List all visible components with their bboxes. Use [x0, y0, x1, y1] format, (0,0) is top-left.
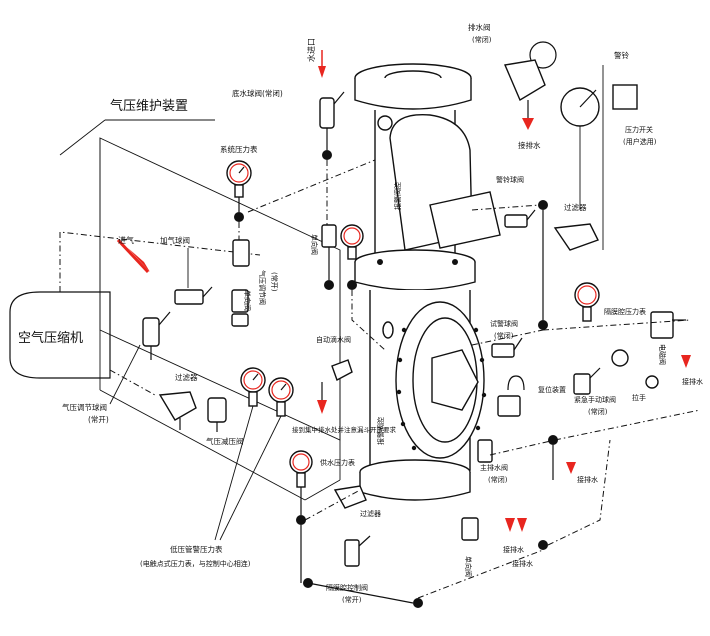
drain-water-1-label: 接排水	[518, 140, 541, 150]
bell-label: 警铃	[614, 50, 629, 60]
air-compressor	[9, 291, 111, 379]
solenoid-valve	[650, 311, 686, 339]
pressure-switch-label: 压力开关	[625, 125, 653, 134]
manual-ball-valve	[573, 349, 659, 395]
auto-drain-label: 自动滴水阀	[316, 335, 351, 344]
drain-ball-valve-label: 底水球阀(常闭)	[232, 88, 283, 98]
drain-water-3-label: 接排水	[577, 475, 598, 484]
diaphragm-gauge-label: 隔膜腔压力表	[604, 307, 646, 316]
pressure-switch-device	[560, 65, 638, 250]
air-reduce-label: 气压减压阀	[206, 436, 244, 446]
conn-9	[304, 489, 361, 521]
conn-12	[489, 439, 556, 456]
reset-device-label: 复位装置	[538, 385, 566, 394]
low-pressure-note: (电触点式压力表，与控制中心相连)	[140, 559, 251, 568]
drain-arrow-4	[505, 518, 515, 532]
test-valve-label: 试警球阀	[490, 319, 518, 328]
drain-water-4-label: 接排水	[503, 545, 524, 554]
test-valve-note: (常闭)	[494, 331, 514, 340]
intake-arrow	[128, 248, 150, 272]
solenoid-label: 电磁阀	[658, 344, 667, 365]
drain-valve-top	[504, 41, 557, 130]
conn-3	[247, 159, 376, 213]
conn-10	[417, 549, 544, 599]
check-valve-bottom-label: 单向阀	[464, 556, 473, 577]
air-regulator-note: (常开)	[88, 415, 109, 424]
bell-valve-label: 警铃球阀	[496, 175, 524, 184]
drain-arrow-3	[566, 462, 576, 474]
air-compressor-label: 空气压缩机	[18, 330, 83, 346]
diaphragm-pressure-gauge	[574, 282, 600, 322]
alarm-cavity-label: 报警阀腔	[376, 417, 385, 445]
water-in-label: 水进口	[306, 38, 316, 62]
auto-drain-note: 接到集中排水处并注意漏斗开放要求	[292, 425, 397, 434]
system-pressure-gauge	[226, 160, 252, 222]
manual-valve-label: 紧急手动球阀	[574, 395, 616, 404]
charge-ball-valve	[174, 286, 213, 305]
conn-7	[542, 319, 691, 331]
air-regulator-valve	[142, 311, 171, 360]
conn-4	[351, 290, 386, 351]
drain-ball-valve-top	[319, 91, 345, 160]
filter-left	[158, 391, 197, 430]
air-reduce-valve	[207, 397, 227, 432]
air-regulator-label: 气压调节球阀	[62, 402, 107, 412]
charge-valve-label: 加气球阀	[160, 235, 190, 245]
drain-arrow-2	[681, 355, 691, 368]
drain-valve-note: (常闭)	[472, 35, 492, 44]
pressure-switch-gauge-label: 气压调节阀	[258, 270, 267, 305]
air-supply-line	[59, 231, 261, 292]
air-maintenance-panel	[59, 119, 341, 501]
drain-arrow-5	[517, 518, 527, 532]
pressure-switch-sub: (用户选用)	[623, 137, 657, 146]
conn-6	[471, 329, 544, 346]
low-pressure-gauge-a	[240, 367, 266, 407]
pressure-switch-note: (常开)	[270, 272, 279, 292]
filter-bottom-label: 过滤器	[360, 509, 381, 518]
test-ball-valve	[491, 337, 523, 358]
alarm-valve-body	[354, 63, 501, 501]
main-drain-note: (常闭)	[488, 475, 508, 484]
filter-left-label: 过滤器	[175, 372, 198, 382]
low-pressure-label: 低压管警压力表	[170, 544, 223, 554]
alarm-chamber-label: 报警阀腔	[393, 182, 402, 210]
intake-label: 进气	[118, 235, 134, 245]
main-drain-valve	[477, 435, 558, 480]
air-maintenance-title: 气压维护装置	[110, 98, 188, 114]
conn-11	[547, 439, 611, 546]
isolation-valve-label: 隔膜腔控制阀	[326, 583, 368, 592]
isolation-note: (常开)	[342, 595, 362, 604]
bell-ball-valve	[504, 209, 536, 228]
filter-right	[538, 200, 599, 330]
water-supply-label: 供水压力表	[320, 458, 355, 467]
system-gauge-label: 系统压力表	[220, 144, 258, 154]
check-valve-2-label: 单向阀	[310, 234, 319, 255]
auto-drip-valve	[317, 359, 353, 414]
drain-water-5-label: 接排水	[512, 559, 533, 568]
main-drain-label: 主排水阀	[480, 463, 508, 472]
check-valve-2	[321, 224, 364, 290]
conn-5	[471, 204, 541, 211]
air-line-2	[109, 369, 156, 396]
conn-8	[554, 409, 701, 441]
pull-handle-label: 拉手	[632, 393, 646, 402]
check-valve-1-label: 单向阀	[243, 290, 252, 311]
bottom-loop	[289, 450, 548, 608]
drain-valve-label: 排水阀	[468, 22, 491, 32]
reset-device	[497, 375, 525, 417]
filter-right-label: 过滤器	[564, 202, 587, 212]
check-valve-1	[231, 239, 250, 327]
water-in-arrow	[318, 66, 326, 78]
low-pressure-gauge-b	[268, 377, 294, 417]
manual-valve-note: (常闭)	[588, 407, 608, 416]
drain-water-2-label: 接排水	[682, 377, 703, 386]
